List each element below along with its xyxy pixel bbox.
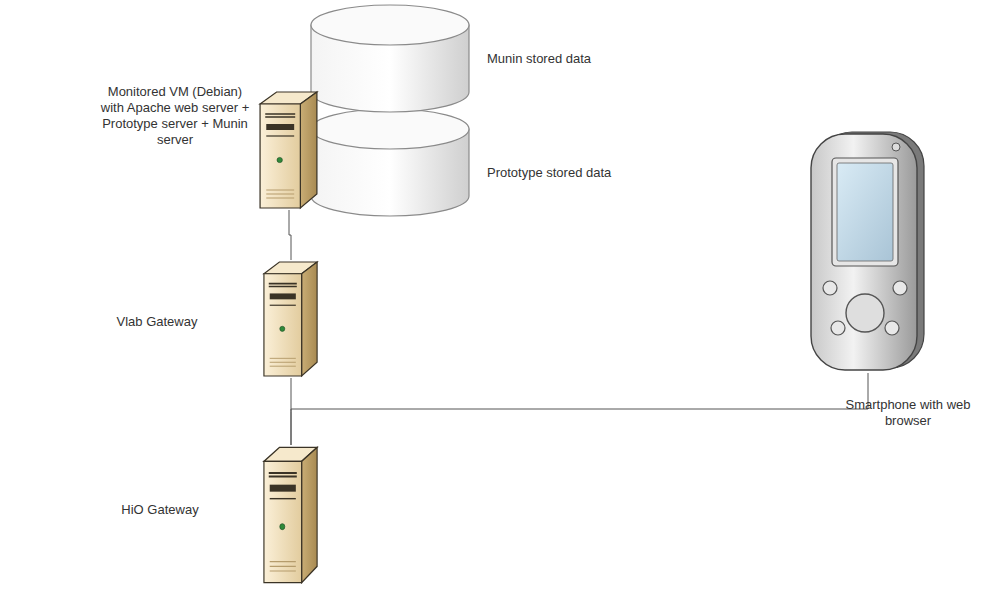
node-label: Vlab Gateway xyxy=(82,314,232,330)
server-icon xyxy=(258,90,320,210)
database-cylinder xyxy=(310,4,470,114)
network-link xyxy=(289,210,291,260)
network-link xyxy=(291,373,868,445)
server-node: Vlab Gateway xyxy=(262,260,320,378)
device-node: Smartphone with web browser xyxy=(808,128,928,373)
node-label: Prototype stored data xyxy=(487,165,677,181)
node-label: Munin stored data xyxy=(487,51,677,67)
node-label: HiO Gateway xyxy=(85,502,235,518)
server-node: HiO Gateway xyxy=(262,445,320,585)
server-icon xyxy=(262,445,320,585)
node-label: Monitored VM (Debian) with Apache web se… xyxy=(100,84,250,148)
database-cylinder xyxy=(310,108,470,218)
server-icon xyxy=(262,260,320,378)
node-label: Smartphone with web browser xyxy=(833,397,983,429)
database-node: Prototype stored data xyxy=(310,108,470,218)
smartphone-icon xyxy=(808,128,928,373)
server-node: Monitored VM (Debian) with Apache web se… xyxy=(258,90,320,210)
database-node: Munin stored data xyxy=(310,4,470,114)
